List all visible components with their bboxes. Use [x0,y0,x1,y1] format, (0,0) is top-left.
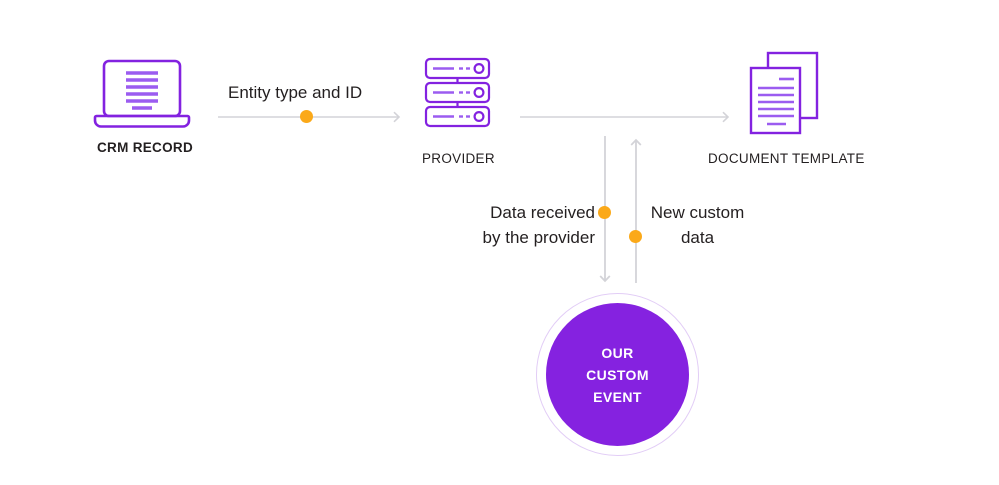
node-label-provider: PROVIDER [422,151,495,166]
node-label-document-template: DOCUMENT TEMPLATE [708,151,865,166]
node-label-crm-record: CRM RECORD [97,140,193,155]
flow-dot-data-received-by-provider [598,206,611,219]
event-ring [536,293,699,456]
event-label: OUR CUSTOM EVENT [586,344,649,405]
arrow-new-custom-data [630,138,642,283]
flow-label-data-received-by-provider: Data received by the provider [482,203,595,247]
flow-dot-entity-type-and-id [300,110,313,123]
node-document-template [748,50,828,138]
event-circle: OUR CUSTOM EVENT [546,303,689,446]
laptop-icon [93,59,191,128]
node-provider [420,57,500,132]
flow-label-entity-type-and-id: Entity type and ID [228,83,363,102]
node-crm-record [93,57,195,132]
documents-icon [749,51,819,135]
flow-label-new-custom-data: New custom data [650,203,745,247]
flow-dot-new-custom-data [629,230,642,243]
arrow-provider-to-document-template [520,111,730,123]
server-stack-icon [424,57,491,128]
